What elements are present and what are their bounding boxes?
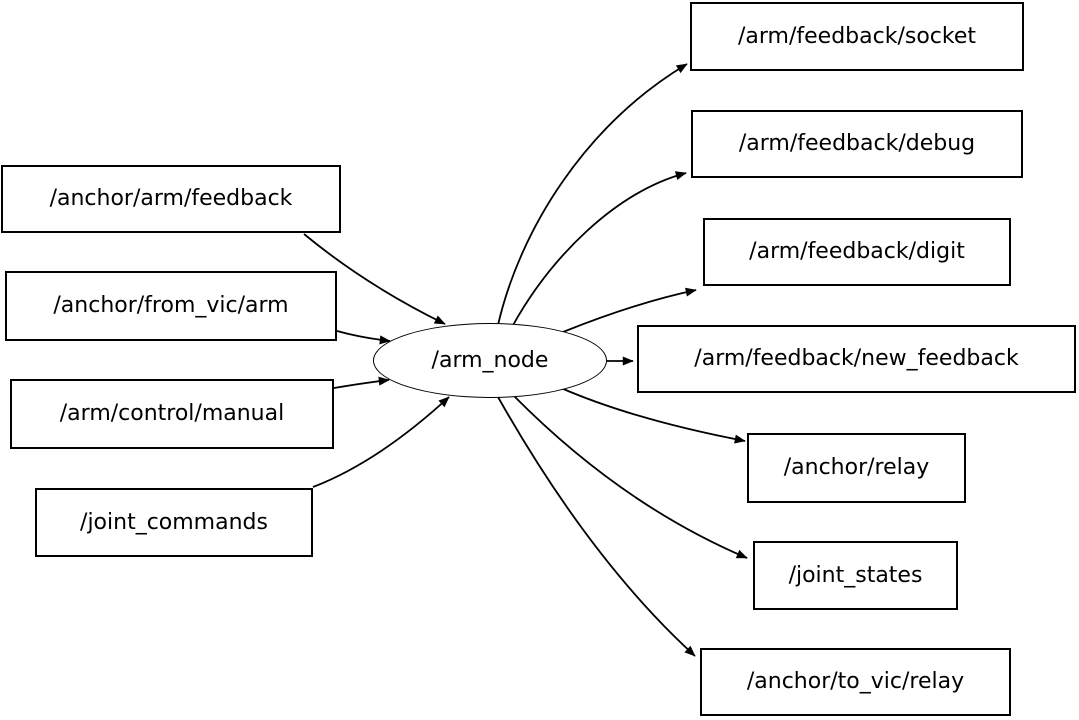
topic-label: /arm/feedback/socket (737, 23, 976, 49)
topic-label: /anchor/arm/feedback (49, 186, 293, 211)
edge-anchor-from-vic-arm-to-arm-node (336, 330, 391, 345)
edge-arm-node-to-arm-feedback-debug (511, 171, 687, 328)
topic-box-arm-feedback-socket: /arm/feedback/socket (690, 2, 1024, 71)
topic-box-anchor-to-vic-relay: /anchor/to_vic/relay (700, 648, 1011, 716)
topic-label: /anchor/relay (783, 455, 930, 480)
topic-box-joint-commands: /joint_commands (35, 488, 313, 557)
node-ellipse-arm-node: /arm_node (373, 323, 607, 398)
edge-arm-control-manual-to-arm-node (333, 376, 390, 389)
edge-arm-node-to-arm-feedback-socket (497, 63, 688, 326)
topic-label: /arm/feedback/digit (749, 239, 965, 264)
topic-label: /joint_states (788, 562, 923, 588)
topic-box-anchor-relay: /anchor/relay (747, 433, 966, 503)
edge-arm-node-to-joint-states (513, 395, 748, 559)
topic-label: /arm/feedback/new_feedback (694, 346, 1019, 371)
topic-label: /joint_commands (80, 509, 268, 535)
edge-anchor-arm-feedback-to-arm-node (303, 233, 446, 325)
topic-box-joint-states: /joint_states (753, 541, 958, 610)
node-label: /arm_node (431, 347, 549, 373)
topic-box-arm-control-manual: /arm/control/manual (10, 379, 334, 449)
edge-arm-node-to-anchor-relay (560, 387, 746, 444)
topic-box-anchor-from-vic-arm: /anchor/from_vic/arm (5, 271, 337, 341)
topic-label: /anchor/from_vic/arm (53, 293, 289, 318)
topic-box-arm-feedback-digit: /arm/feedback/digit (703, 218, 1011, 286)
edge-arm-node-to-arm-feedback-digit (562, 287, 697, 333)
topic-box-arm-feedback-new-feedback: /arm/feedback/new_feedback (637, 325, 1076, 393)
edge-arm-node-to-anchor-to-vic-relay (497, 396, 696, 657)
topic-label: /arm/control/manual (59, 401, 285, 426)
topic-label: /arm/feedback/debug (738, 131, 976, 156)
topic-label: /anchor/to_vic/relay (746, 669, 965, 694)
topic-box-anchor-arm-feedback: /anchor/arm/feedback (1, 165, 341, 233)
edge-joint-commands-to-arm-node (312, 396, 450, 488)
topic-box-arm-feedback-debug: /arm/feedback/debug (691, 110, 1023, 178)
